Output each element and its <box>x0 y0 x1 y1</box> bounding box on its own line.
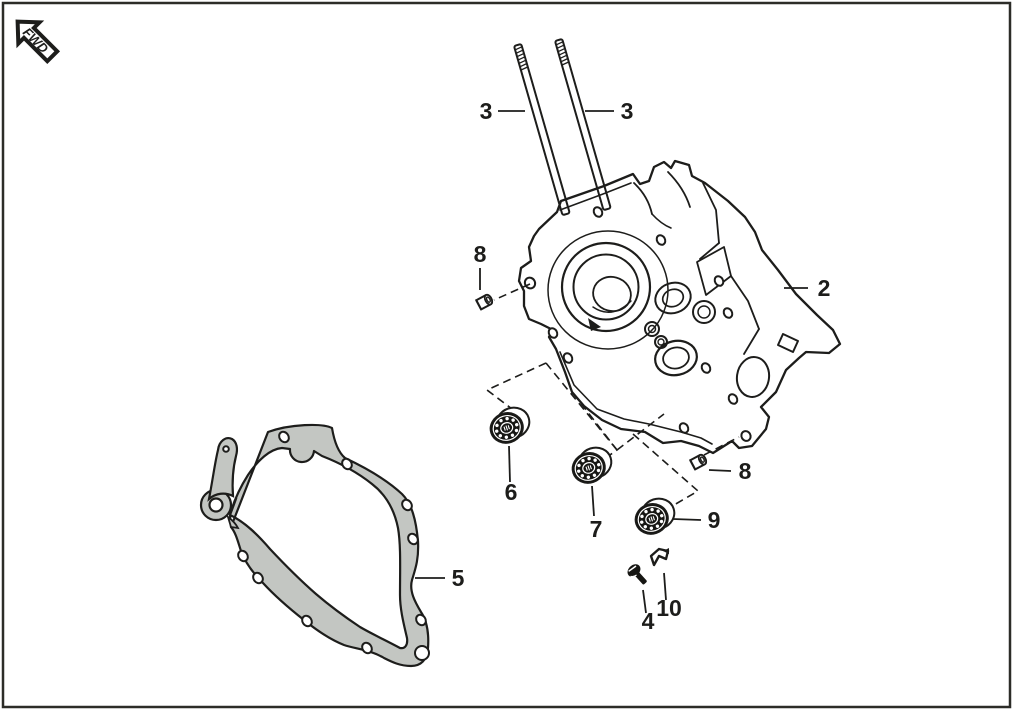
callout-9: 9 <box>672 507 721 533</box>
callout-3-right: 3 <box>585 98 633 124</box>
callout-3-left: 3 <box>480 98 525 124</box>
callout-10: 10 <box>656 572 682 621</box>
callout-8-right: 8 <box>708 458 752 484</box>
callout-7: 7 <box>590 485 603 542</box>
callout-5-label: 5 <box>452 565 465 591</box>
callout-8-left: 8 <box>474 241 487 290</box>
callout-8-right-label: 8 <box>739 458 752 484</box>
callout-3-left-label: 3 <box>480 98 493 124</box>
callout-4-label: 4 <box>642 608 655 634</box>
callout-8-left-label: 8 <box>474 241 487 267</box>
side-window <box>777 333 799 353</box>
callout-7-label: 7 <box>590 516 603 542</box>
clip <box>649 547 670 567</box>
crankcase-half <box>517 159 842 455</box>
bore-flange <box>547 230 669 350</box>
stud-right <box>554 38 612 211</box>
dowel-hole <box>523 276 537 290</box>
bearing-9 <box>629 493 681 540</box>
callout-4: 4 <box>642 589 655 634</box>
callout-5: 5 <box>415 565 465 591</box>
callout-2-label: 2 <box>818 275 831 301</box>
callout-6: 6 <box>505 445 518 505</box>
gasket-body <box>228 423 430 668</box>
callout-6-label: 6 <box>505 479 518 505</box>
fwd-arrow-icon: FWD <box>15 19 61 65</box>
dowel-pin-left <box>475 292 495 311</box>
callout-9-label: 9 <box>708 507 721 533</box>
dowel-pin-right <box>689 452 709 471</box>
crankcase-outline <box>517 159 842 455</box>
main-bore <box>560 241 652 333</box>
gasket-large-hole <box>414 645 430 661</box>
stud-left <box>513 43 571 216</box>
callouts: 3 3 8 2 6 7 9 8 <box>415 98 830 634</box>
crankcase-bolt-holes <box>523 206 752 442</box>
callout-10-label: 10 <box>656 595 682 621</box>
gasket-strip <box>207 437 239 502</box>
bearing-7 <box>566 442 618 489</box>
screw <box>627 564 647 585</box>
callout-3-right-label: 3 <box>621 98 634 124</box>
callout-2: 2 <box>784 275 830 301</box>
gasket <box>199 423 430 668</box>
gasket-bolt-holes <box>237 430 430 661</box>
bearing-6 <box>484 402 536 449</box>
